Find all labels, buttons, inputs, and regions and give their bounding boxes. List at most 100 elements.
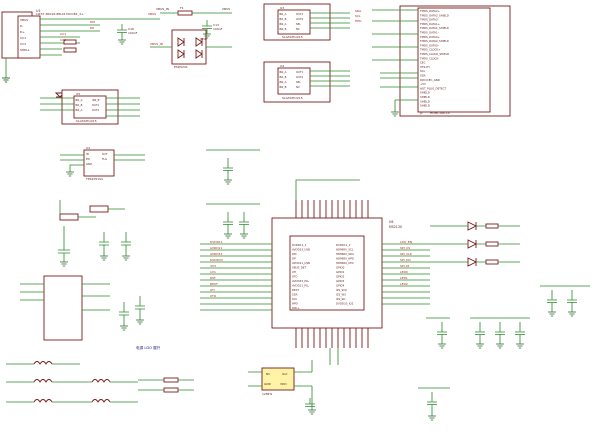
u1-pin-cc1: CC1	[20, 36, 26, 40]
fb2-bead	[33, 379, 53, 383]
u6-rpin-4: HDMIRX_HPD	[336, 257, 354, 261]
u6-lpin-15: RXC+	[292, 306, 300, 310]
j1-pin-18: +5V	[420, 82, 426, 86]
gnd-icon	[122, 255, 130, 261]
u6-ms2130: U6 MS2130 DVDD11_1 AVDD33_USB DM DP AVDD…	[200, 179, 430, 365]
u3-pin-5: OUT1	[296, 12, 304, 16]
u6-lpin-6: VBUS_DET	[292, 266, 306, 270]
u6-bottom-stubs	[295, 328, 369, 348]
gnd-icon	[476, 343, 484, 349]
gnd-icon	[391, 111, 399, 117]
u4-pin-6: OUT2	[296, 75, 304, 79]
j1-pin-2: TMDS_DATA2_SHIELD	[419, 13, 449, 17]
net-label: VBUS_IN	[150, 42, 163, 46]
fb3-bead	[33, 399, 53, 403]
u6-rpin-5: HDMIRX_CEC	[336, 261, 354, 265]
net-label: VBUS	[148, 12, 156, 16]
y1-pin-gnd: GND	[264, 382, 272, 386]
net-label: DVDD11	[210, 240, 223, 244]
u6-lpin-14: HPD	[292, 302, 298, 306]
u2-pin-out: OUT	[102, 152, 108, 156]
net-label: GND	[200, 37, 208, 41]
u3-pin-6: OUT2	[296, 17, 304, 21]
u3-ref: U3	[280, 6, 284, 10]
ferrite-beads	[6, 361, 194, 403]
u6-left-wires	[200, 243, 272, 311]
u6-rpin-6: GPIO0	[336, 266, 345, 270]
y1-cap	[305, 398, 315, 407]
j1-pin-12: TMDS_CLOCK-	[419, 56, 439, 60]
y1-wires	[248, 360, 313, 410]
u5-pin-1: IN1_A	[75, 98, 83, 102]
f1-net-out: VBUS	[222, 7, 230, 11]
gnd-icon	[120, 325, 128, 331]
j1-pin-1: TMDS_DATA2+	[419, 9, 440, 13]
u5-pin-3: IN2_A	[75, 108, 83, 112]
u1-pin-shell: SHELL	[20, 48, 30, 52]
j1-pin-17: DDC/CEC_GND	[420, 78, 440, 82]
ldo-misc-wires	[58, 200, 125, 262]
y1-pin-out: Out	[282, 372, 288, 376]
u6-lpin-2: AVDD33_USB	[292, 248, 310, 252]
gnd-icon	[516, 343, 524, 349]
u4-pin-3: IN2_A	[279, 80, 287, 84]
net-label: LED0	[400, 270, 408, 274]
net-label: RST	[210, 276, 216, 280]
u6-lpin-4: DP	[292, 257, 296, 261]
net-label: SPI_DI	[400, 264, 409, 268]
f1-fuse: VBUS_IN F1 VBUS	[156, 6, 232, 16]
j1-pin-13: CEC	[420, 61, 426, 65]
net-label: HPD	[355, 19, 362, 23]
gnd-icon	[568, 311, 576, 317]
net-label: CC2	[60, 38, 66, 42]
status-leds	[430, 221, 520, 267]
c13-capacitor: C13 100nF	[202, 20, 223, 34]
u3-pin-7: SEL	[296, 22, 301, 26]
j1-pin-10: TMDS_CLOCK+	[419, 48, 440, 52]
led-r3	[485, 259, 499, 265]
led-r1	[485, 223, 499, 229]
net-label: SDA	[355, 9, 362, 13]
u6-top-stubs	[295, 200, 369, 218]
u5-switch: U5 IN1_A IN1_B IN2_A IN2_B OUT1 OUT2 SLG…	[40, 89, 140, 125]
u3-part: SLG59H14/15	[282, 35, 303, 39]
y1-pin-nc: NC	[266, 372, 270, 376]
u6-rpin-13: I2S_SD	[336, 297, 345, 301]
u5-part: SLG59H14/15	[76, 119, 97, 123]
j1-pin-11: TMDS_CLOCK_SHIELD	[419, 52, 449, 56]
r-bottom-wires	[138, 379, 194, 391]
u6-rpin-14: DVDD33_IO2	[336, 302, 354, 306]
u4-ref: U4	[280, 64, 284, 68]
u3-pin-2: IN1_B	[279, 17, 287, 21]
j1-shield-wire	[394, 99, 418, 112]
gnd-icon	[308, 409, 316, 415]
net-label: DM	[90, 20, 95, 24]
cap-a	[223, 158, 233, 180]
net-label: LED2	[400, 282, 408, 286]
gnd-icon	[2, 77, 10, 83]
net-label: LDO_EN	[400, 240, 412, 244]
j1-pin-4: TMDS_DATA1+	[419, 22, 440, 26]
u2-pin-gnd: GND	[86, 162, 92, 166]
d4-esd-array: ESD5241	[150, 29, 232, 69]
fb1-bead	[33, 361, 53, 365]
gnd-icon	[240, 233, 248, 239]
led-d5	[467, 239, 478, 249]
u6-rpin-2: HDMIRX_SCL	[336, 248, 354, 252]
j1-pin-16: SDA	[420, 74, 426, 78]
u6-rpin-10: GPIO4	[336, 284, 345, 288]
u6-rpin-9: GPIO3	[336, 279, 345, 283]
u6-lpin-5: AVDD11_USB	[292, 261, 310, 265]
u2-power-switch: U2 IN EN GND OUT FLG TPS2051SA	[60, 146, 145, 181]
r-bottom-2	[163, 387, 179, 393]
u6-lpin-9: AVDD33_PLL	[292, 279, 310, 283]
u5-wires	[40, 97, 140, 117]
ground-symbols	[2, 33, 576, 421]
ldo-wires	[20, 283, 110, 311]
j1-pin-8: TMDS_DATA0_SHIELD	[419, 39, 449, 43]
net-label: CC1	[60, 32, 66, 36]
caption-note: 电源 LDO 展开	[136, 345, 161, 350]
led-d4	[467, 221, 478, 231]
